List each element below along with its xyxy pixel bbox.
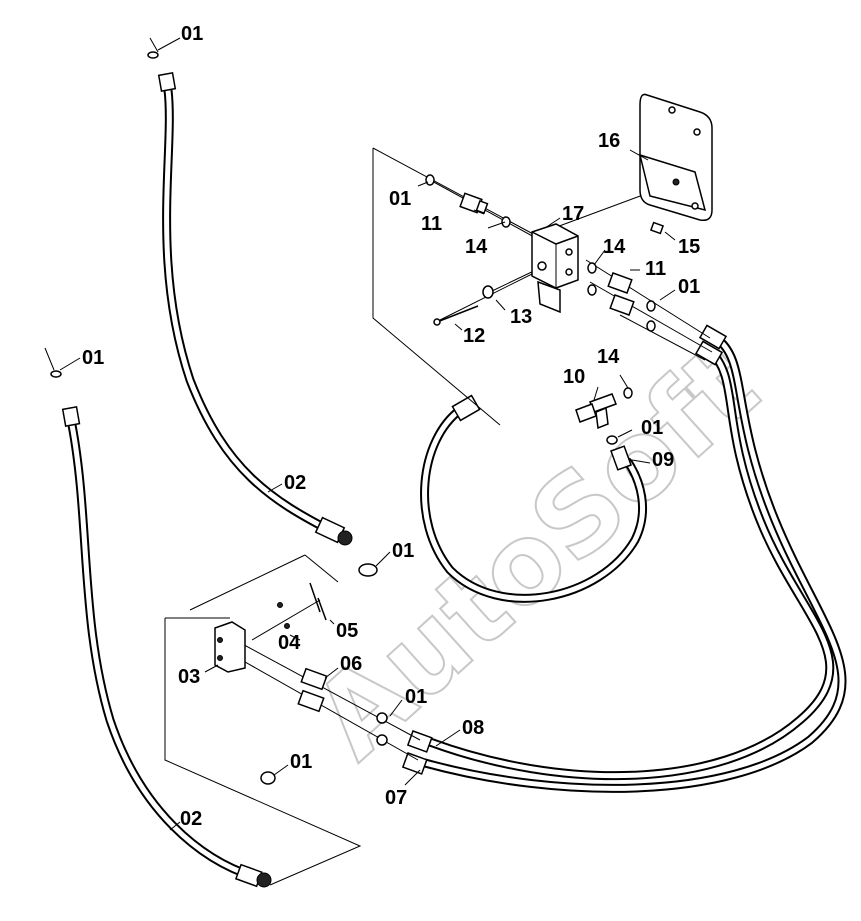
callout-01: 01 [82,347,104,369]
callout-10: 10 [563,366,585,388]
callout-12: 12 [463,325,485,347]
callout-14: 14 [603,236,626,258]
callout-01: 01 [392,540,414,562]
callout-01: 01 [181,23,203,45]
hoses-07-08 [401,324,847,793]
callout-01: 01 [405,686,427,708]
callout-07: 07 [385,787,407,809]
clamp-bracket-03 [214,621,246,673]
callout-leaders [59,37,676,831]
callout-09: 09 [652,449,674,471]
callout-01: 01 [641,417,663,439]
callout-13: 13 [510,306,532,328]
callout-02: 02 [284,472,306,494]
callout-17: 17 [562,203,584,225]
callout-01: 01 [678,276,700,298]
callout-14: 14 [597,346,620,368]
hose-09-loop [420,394,647,603]
callout-04: 04 [278,632,301,654]
hose-02-lower [61,406,272,888]
callout-labels: 01 01 01 01 01 01 01 01 02 02 03 04 05 0… [82,23,700,830]
valve-block-17 [531,223,579,314]
callout-14: 14 [465,236,488,258]
callout-16: 16 [598,130,620,152]
hose-02-upper [157,72,353,546]
callout-15: 15 [678,236,700,258]
callout-01: 01 [389,188,411,210]
watermark: AutoSoft [290,322,782,783]
callout-06: 06 [340,653,362,675]
callout-03: 03 [178,666,200,688]
fittings [297,192,635,713]
callout-08: 08 [462,717,484,739]
callout-11: 11 [421,213,442,235]
callout-05: 05 [336,620,358,642]
callout-11: 11 [645,258,666,280]
callout-02: 02 [180,808,202,830]
mounting-bracket-16 [638,93,713,222]
callout-01: 01 [290,751,312,773]
small-parts [50,51,665,785]
